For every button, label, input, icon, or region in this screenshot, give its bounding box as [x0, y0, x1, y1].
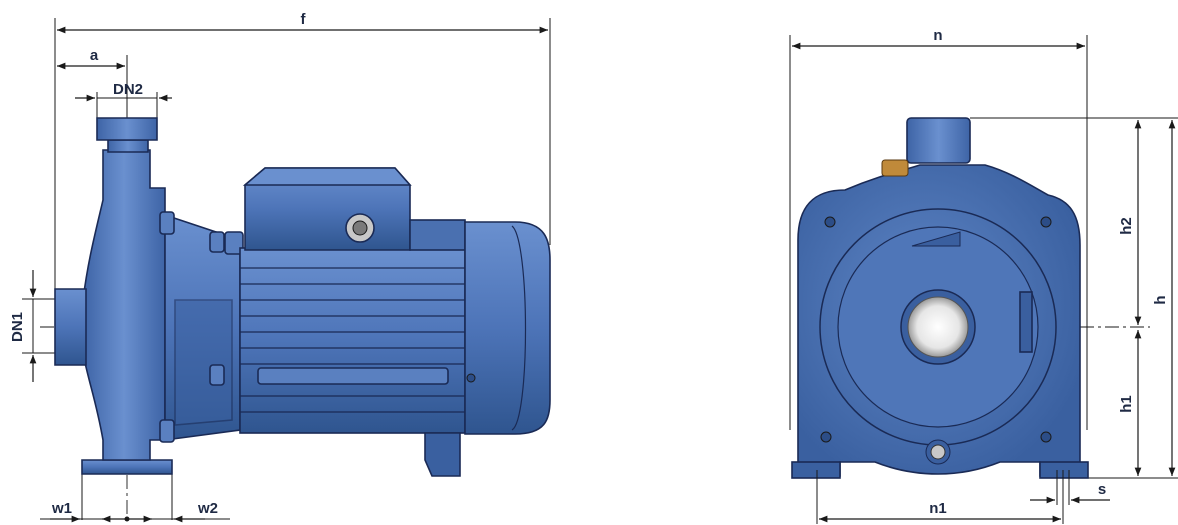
side-view: f a DN2 DN1: [9, 11, 551, 523]
dimension-n: n: [789, 27, 1088, 430]
front-view: n h2 h1 h: [789, 27, 1178, 524]
label-dn1: DN1: [9, 312, 26, 342]
dimension-dn2: DN2: [75, 81, 172, 118]
label-dn2: DN2: [113, 81, 143, 98]
dimension-f: f: [54, 11, 551, 300]
label-w1: w1: [51, 500, 72, 517]
label-n1: n1: [929, 500, 947, 517]
label-a: a: [90, 47, 99, 64]
dimension-h2: h2: [1118, 120, 1142, 325]
label-s: s: [1098, 481, 1106, 498]
label-f: f: [301, 11, 307, 28]
label-h2: h2: [1118, 217, 1135, 235]
motor: [239, 167, 551, 477]
pump-front-body: [791, 117, 1089, 479]
cooling-fins: [240, 267, 465, 413]
dimension-h1: h1: [1118, 330, 1142, 476]
label-w2: w2: [197, 500, 218, 517]
dimension-w1-w2: w1 w2: [40, 470, 230, 523]
dimension-dn1: DN1: [9, 270, 60, 382]
dimension-h: h: [1152, 120, 1176, 476]
label-h: h: [1152, 295, 1169, 304]
label-n: n: [933, 27, 942, 44]
pump-side-body: [54, 117, 244, 475]
label-h1: h1: [1118, 395, 1135, 413]
dimension-n1: n1: [816, 470, 1064, 524]
dimension-s: s: [1030, 470, 1110, 505]
